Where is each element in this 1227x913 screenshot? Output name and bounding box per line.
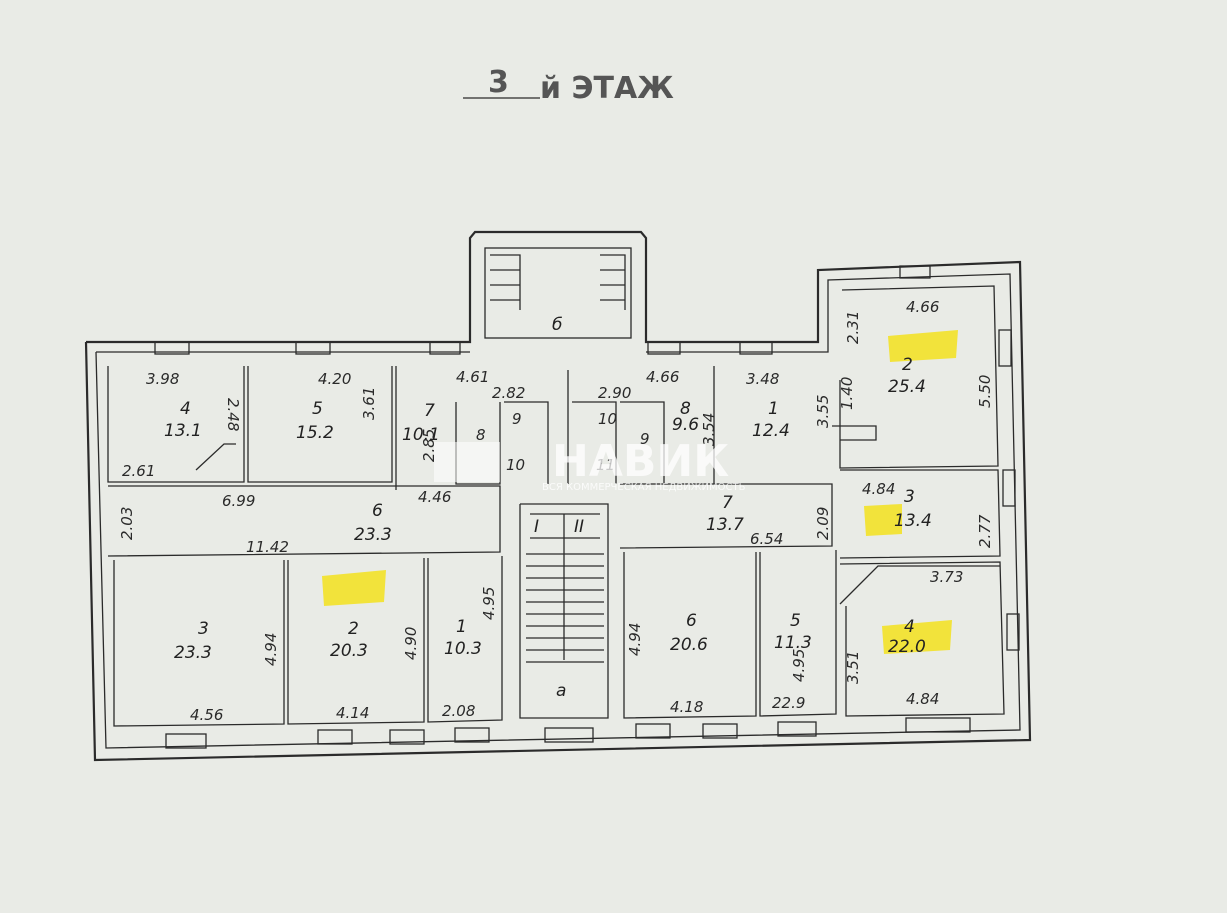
dimension-label: 3.73 — [930, 568, 963, 586]
room-l2-number: 2 — [348, 619, 359, 639]
dimension-label: 3.61 — [360, 387, 378, 420]
dimension-labels: 3.98 2.48 2.61 4.20 3.61 4.61 2.82 2.85 … — [118, 298, 994, 724]
stair-i-label: I — [534, 517, 539, 537]
dimension-label: 22.9 — [772, 694, 805, 712]
dimension-label: 2.61 — [122, 462, 155, 480]
dimension-label: 4.66 — [906, 298, 939, 316]
room-labels: 4 13.1 5 15.2 7 10.1 6 23.3 3 23.3 2 20.… — [164, 355, 932, 663]
floor-number: 3 — [488, 65, 509, 100]
wc-label: 9 — [512, 410, 522, 428]
wc-label: 11 — [596, 456, 615, 474]
dimension-label: 5.50 — [976, 375, 994, 408]
room-l5-area: 15.2 — [296, 423, 334, 443]
stair-b-label: б — [552, 315, 562, 335]
dimension-label: 2.77 — [976, 514, 994, 548]
room-r2-area: 25.4 — [888, 377, 926, 397]
room-r6-area: 20.6 — [670, 635, 708, 655]
dimension-label: 3.48 — [746, 370, 779, 388]
wc-label: 9 — [640, 430, 650, 448]
wc-label: 10 — [598, 410, 617, 428]
room-r4-number: 4 — [904, 617, 915, 637]
room-l2-area: 20.3 — [330, 641, 368, 661]
dimension-label: 4.18 — [670, 698, 703, 716]
dimension-label: 4.90 — [402, 627, 420, 660]
room-r5-number: 5 — [790, 611, 801, 631]
outer-walls — [84, 230, 1032, 762]
dimension-label: 6.54 — [750, 530, 783, 548]
stair-a-label: а — [556, 681, 566, 701]
dimension-label: 4.95 — [790, 649, 808, 682]
stair-ii-label: II — [574, 517, 584, 537]
floor-title: й ЭТАЖ — [540, 71, 674, 106]
room-r2-number: 2 — [902, 355, 913, 375]
interior-walls — [107, 285, 1005, 727]
dimension-label: 3.51 — [844, 651, 862, 684]
dimension-label: 4.94 — [626, 623, 644, 656]
room-r3-number: 3 — [904, 487, 915, 507]
dimension-label: 1.40 — [838, 377, 856, 410]
dimension-label: 2.90 — [598, 384, 631, 402]
dimension-label: 2.09 — [814, 507, 832, 540]
room-r4-area: 22.0 — [888, 637, 926, 657]
dimension-label: 4.61 — [456, 368, 489, 386]
dimension-label: 4.14 — [336, 704, 369, 722]
room-l7-area: 10.1 — [402, 425, 440, 445]
room-l6-area: 23.3 — [354, 525, 392, 545]
dimension-label: 4.20 — [318, 370, 351, 388]
dimension-label: 4.56 — [190, 706, 223, 724]
dimension-label: 4.94 — [262, 633, 280, 666]
dimension-label: 2.31 — [844, 311, 862, 344]
watermark: НАВИК ВСЯ КОММЕРЧЕСКАЯ НЕДВИЖИМОСТЬ — [434, 436, 746, 493]
watermark-tagline: ВСЯ КОММЕРЧЕСКАЯ НЕДВИЖИМОСТЬ — [542, 482, 746, 493]
upper-stair: б — [490, 254, 626, 335]
highlight-marks — [322, 330, 958, 654]
dimension-label: 4.84 — [862, 480, 895, 498]
dimension-label: 3.55 — [814, 395, 832, 428]
room-r6-number: 6 — [686, 611, 697, 631]
dimension-label: 4.84 — [906, 690, 939, 708]
dimension-label: 3.54 — [700, 413, 718, 446]
dimension-label: 2.85 — [420, 429, 438, 462]
room-l3-area: 23.3 — [174, 643, 212, 663]
wc-label: 10 — [506, 456, 525, 474]
dimension-label: 2.03 — [118, 507, 136, 540]
room-l3-number: 3 — [198, 619, 209, 639]
wc-label: 8 — [476, 426, 486, 444]
dimension-label: 11.42 — [246, 538, 289, 556]
wc-labels: 8 9 10 9 10 11 — [476, 410, 650, 474]
room-r1-area: 12.4 — [752, 421, 790, 441]
dimension-label: 3.98 — [146, 370, 179, 388]
room-l1-number: 1 — [456, 617, 467, 637]
dimension-label: 4.66 — [646, 368, 679, 386]
watermark-brand: НАВИК — [552, 436, 729, 487]
room-r7-area: 13.7 — [706, 515, 744, 535]
room-l6-number: 6 — [372, 501, 383, 521]
windows — [154, 265, 1020, 749]
room-l1-area: 10.3 — [444, 639, 482, 659]
room-r8-number: 8 — [680, 399, 691, 419]
watermark-logo-icon — [434, 442, 500, 482]
room-r7-number: 7 — [722, 493, 733, 513]
room-l5-number: 5 — [312, 399, 323, 419]
room-l4-area: 13.1 — [164, 421, 202, 441]
room-l4-number: 4 — [180, 399, 191, 419]
dimension-label: 2.82 — [492, 384, 525, 402]
room-r3-area: 13.4 — [894, 511, 932, 531]
room-r8-area: 9.6 — [672, 415, 699, 435]
room-l7-number: 7 — [424, 401, 435, 421]
dimension-label: 4.46 — [418, 488, 451, 506]
room-r1-number: 1 — [768, 399, 779, 419]
central-stair: I II а — [526, 513, 604, 701]
dimension-label: 2.48 — [224, 398, 242, 431]
dimension-label: 2.08 — [442, 702, 475, 720]
dimension-label: 4.95 — [480, 587, 498, 620]
room-r5-area: 11.3 — [774, 633, 812, 653]
dimension-label: 6.99 — [222, 492, 255, 510]
